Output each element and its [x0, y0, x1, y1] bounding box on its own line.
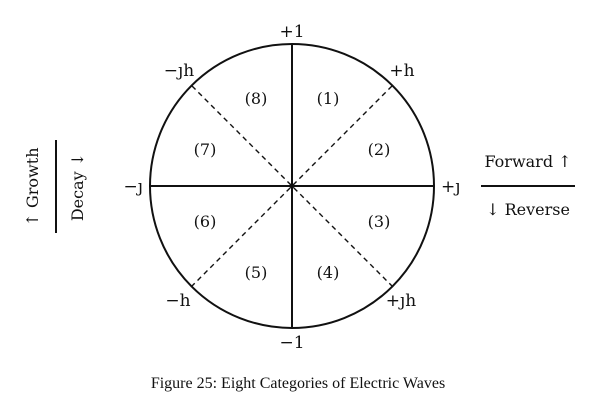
label-upper-right: +h [389, 61, 414, 81]
growth-label: ↑ Growth [23, 148, 42, 227]
label-lower-right: +ȷh [386, 291, 417, 311]
forward-label: Forward ↑ [484, 152, 571, 171]
decay-label: Decay ↓ [68, 153, 87, 221]
figure-caption: Figure 25: Eight Categories of Electric … [151, 375, 445, 392]
label-right: +ȷ [441, 177, 461, 197]
sector-7: (7) [194, 140, 217, 159]
sector-6: (6) [194, 212, 217, 231]
reverse-label: ↓ Reverse [486, 200, 570, 219]
sector-1: (1) [317, 89, 340, 108]
sector-2: (2) [368, 140, 391, 159]
sector-8: (8) [245, 89, 268, 108]
sector-3: (3) [368, 212, 391, 231]
center-point [289, 183, 295, 189]
diagonal-upper-left-lower-right [191, 85, 393, 287]
diagonal-upper-right-lower-left [191, 85, 393, 287]
label-bottom: −1 [279, 333, 304, 353]
sector-4: (4) [317, 263, 340, 282]
label-lower-left: −h [165, 291, 190, 311]
label-upper-left: −ȷh [164, 61, 195, 81]
label-left: −ȷ [123, 177, 143, 197]
label-top: +1 [279, 22, 304, 42]
sector-5: (5) [245, 263, 268, 282]
